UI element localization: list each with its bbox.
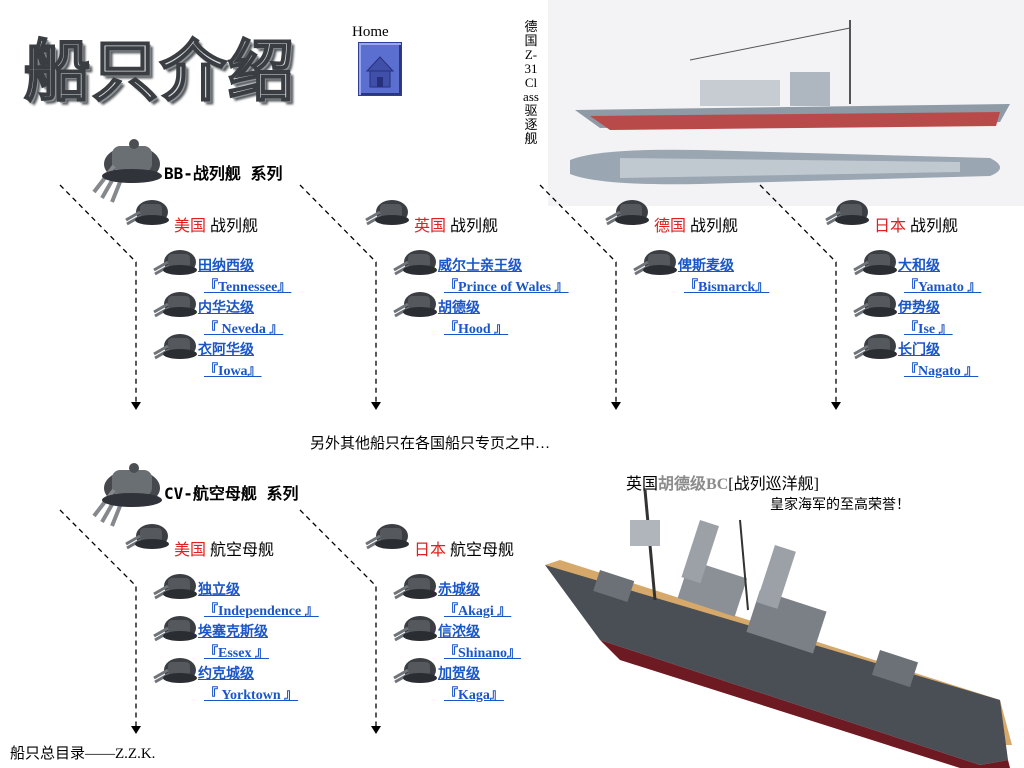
ship-link-nevada[interactable]: 内华达级『 Neveda 』	[198, 301, 284, 337]
ship-link-kaga[interactable]: 加贺级『Kaga』	[438, 667, 504, 703]
bb-section-heading: BB-战列舰 系列	[164, 164, 283, 183]
ship-link-yorktown[interactable]: 约克城级『 Yorktown 』	[198, 667, 299, 703]
country-name: 美国	[174, 218, 207, 235]
ship-link-hood[interactable]: 胡德级『Hood 』	[438, 301, 509, 337]
cv-group-japan-heading: 日本 航空母舰	[414, 536, 514, 560]
page-title: 船只介绍	[23, 32, 296, 111]
cv-section-heading: CV-航空母舰 系列	[164, 484, 299, 503]
ship-link-essex[interactable]: 埃塞克斯级『Essex 』	[198, 625, 269, 661]
home-button[interactable]	[358, 42, 402, 96]
bb-guide-lines	[59, 184, 837, 405]
bb-japan-ship-list: 大和级『Yamato 』 伊势级『Ise 』 长门级『Nagato 』	[898, 256, 981, 382]
country-name: 德国	[654, 218, 687, 235]
ship-type: 航空母舰	[206, 542, 275, 559]
hood-caption-suffix: [战列巡洋舰]	[728, 476, 819, 493]
bb-germany-ship-list: 俾斯麦级『Bismarck』	[678, 256, 769, 298]
home-label: Home	[352, 24, 389, 40]
ship-link-ise[interactable]: 伊势级『Ise 』	[898, 301, 953, 337]
ship-link-prince-of-wales[interactable]: 威尔士亲王级『Prince of Wales 』	[438, 259, 569, 295]
hood-caption-name: 胡德级BC	[658, 476, 729, 493]
cv-group-usa-heading: 美国 航空母舰	[174, 536, 274, 560]
ship-type: 战列舰	[686, 218, 739, 235]
ship-type: 战列舰	[206, 218, 259, 235]
country-name: 日本	[414, 542, 447, 559]
cv-japan-ship-list: 赤城级『Akagi 』 信浓级『Shinano』 加贺级『Kaga』	[438, 580, 521, 706]
ship-link-tennessee[interactable]: 田纳西级『Tennessee』	[198, 259, 292, 295]
cv-usa-ship-list: 独立级『Independence 』 埃塞克斯级『Essex 』 约克城级『 Y…	[198, 580, 319, 706]
bb-group-germany-heading: 德国 战列舰	[654, 212, 738, 236]
ship-link-nagato[interactable]: 长门级『Nagato 』	[898, 343, 979, 379]
hood-battlecruiser-illustration	[545, 489, 1012, 768]
country-name: 英国	[414, 218, 447, 235]
destroyer-caption: 德国Z-31Class驱逐舰	[523, 19, 539, 146]
footer-directory-link[interactable]: 船只总目录——Z.Z.K.	[10, 746, 156, 762]
bb-uk-ship-list: 威尔士亲王级『Prince of Wales 』 胡德级『Hood 』	[438, 256, 569, 340]
ship-link-shinano[interactable]: 信浓级『Shinano』	[438, 625, 522, 661]
ship-link-independence[interactable]: 独立级『Independence 』	[198, 583, 319, 619]
country-name: 美国	[174, 542, 207, 559]
bb-group-japan-heading: 日本 战列舰	[874, 212, 958, 236]
ship-type: 航空母舰	[446, 542, 515, 559]
bb-usa-ship-list: 田纳西级『Tennessee』 内华达级『 Neveda 』 衣阿华级『Iowa…	[198, 256, 291, 382]
house-icon	[365, 56, 395, 88]
other-ships-note: 另外其他船只在各国船只专页之中…	[310, 436, 551, 452]
cv-arrowheads	[131, 726, 381, 734]
bb-group-uk-heading: 英国 战列舰	[414, 212, 498, 236]
ship-type: 战列舰	[906, 218, 959, 235]
ship-link-yamato[interactable]: 大和级『Yamato 』	[898, 259, 982, 295]
ship-link-bismarck[interactable]: 俾斯麦级『Bismarck』	[678, 259, 770, 295]
ship-link-iowa[interactable]: 衣阿华级『Iowa』	[198, 343, 262, 379]
hood-caption-prefix: 英国	[626, 476, 659, 493]
hood-subtitle: 皇家海军的至高荣誉！	[770, 498, 910, 513]
ship-type: 战列舰	[446, 218, 499, 235]
destroyer-illustration	[548, 0, 1024, 206]
country-name: 日本	[874, 218, 907, 235]
hood-caption: 英国胡德级BC[战列巡洋舰]	[626, 470, 819, 494]
bb-group-usa-heading: 美国 战列舰	[174, 212, 258, 236]
bb-arrowheads	[131, 402, 841, 410]
ship-link-akagi[interactable]: 赤城级『Akagi 』	[438, 583, 512, 619]
